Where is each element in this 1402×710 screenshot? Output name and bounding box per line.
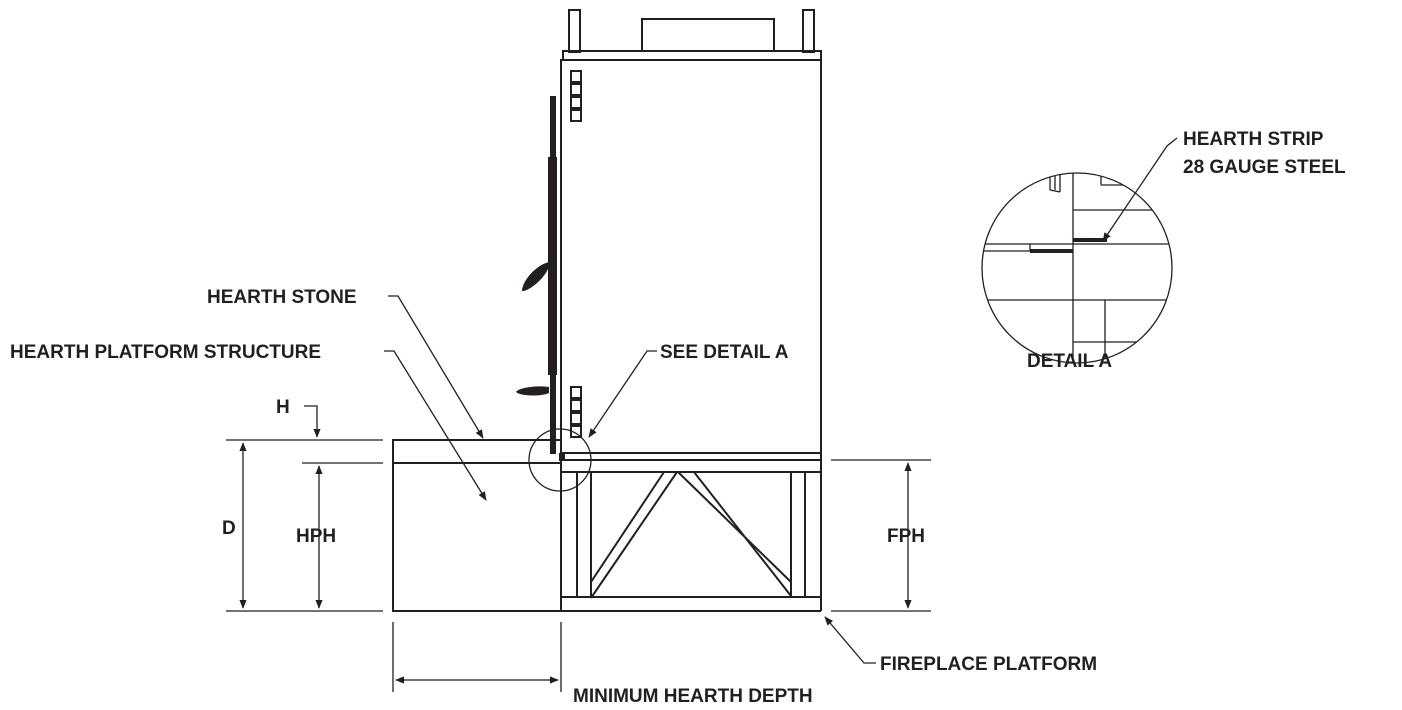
label-fph: FPH (887, 526, 925, 547)
hearth-platform-structure (392, 462, 562, 612)
label-hph: HPH (296, 526, 336, 547)
hearth-strip-mark (559, 453, 565, 461)
leader-lines (304, 137, 1178, 664)
fireplace-unit (516, 9, 822, 454)
detail-a-callout-circle (528, 428, 592, 492)
upper-handle (522, 262, 549, 292)
top-vent-right (802, 9, 815, 53)
hearth-stone (392, 439, 562, 464)
hearth (392, 439, 565, 612)
label-gauge-steel: 28 GAUGE STEEL (1183, 157, 1346, 178)
dimension-lines (226, 439, 931, 692)
fireplace-body (560, 59, 822, 454)
label-detail-a: DETAIL A (1027, 351, 1112, 372)
label-minimum-hearth-depth: MINIMUM HEARTH DEPTH (573, 686, 813, 707)
label-hearth-stone: HEARTH STONE (207, 287, 357, 308)
label-hearth-strip: HEARTH STRIP (1183, 129, 1324, 150)
detail-a-circle (981, 172, 1173, 364)
top-cap (562, 50, 822, 61)
label-h: H (276, 397, 290, 418)
label-fireplace-platform: FIREPLACE PLATFORM (880, 654, 1097, 675)
front-face-plate (550, 96, 556, 454)
fireplace-platform-frame (560, 452, 822, 612)
label-d: D (222, 518, 236, 539)
top-vent-left (568, 9, 581, 53)
detail-a (981, 172, 1173, 364)
top-collar (641, 18, 775, 52)
label-see-detail-a: SEE DETAIL A (660, 342, 789, 363)
lower-handle (516, 386, 549, 396)
label-hearth-platform-structure: HEARTH PLATFORM STRUCTURE (10, 342, 321, 363)
